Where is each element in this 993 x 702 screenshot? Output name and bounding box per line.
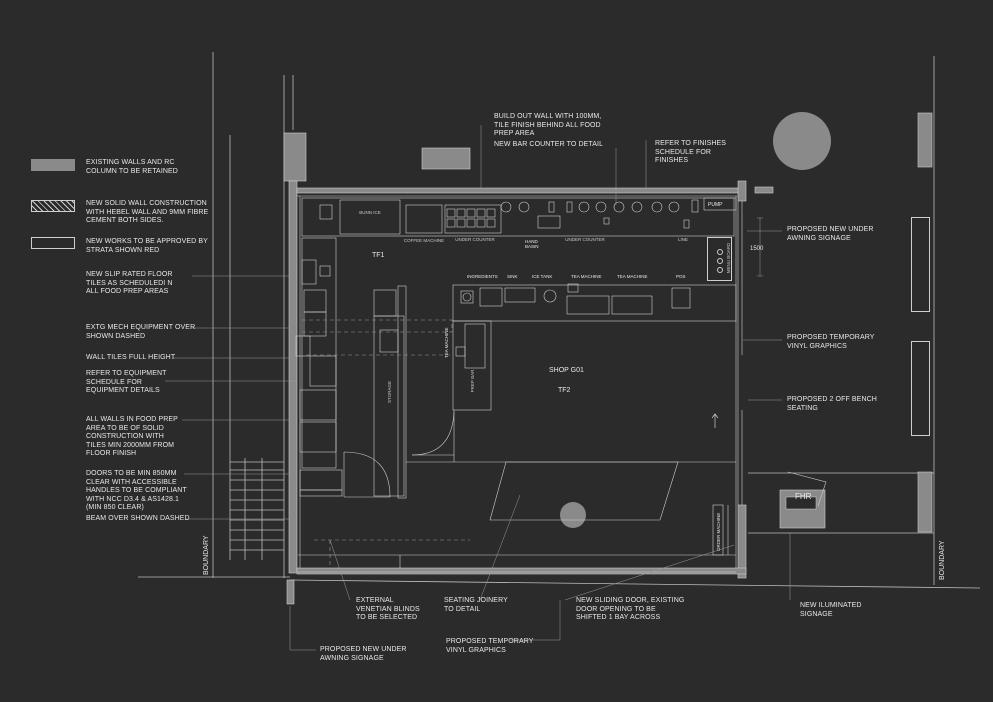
note-awning-signage-right: PROPOSED NEW UNDER AWNING SIGNAGE: [787, 226, 874, 242]
note-sliding-door: NEW SLIDING DOOR, EXISTING DOOR OPENING …: [576, 597, 685, 622]
note-illuminated-signage: NEW ILUMINATED SIGNAGE: [800, 602, 862, 618]
menu-board-dot: [717, 249, 723, 255]
fhr-label: FHR: [795, 492, 812, 501]
note-finishes: REFER TO FINISHES SCHEDULE FOR FINISHES: [655, 140, 727, 165]
equipment-label: BUNN ICE: [359, 210, 381, 215]
equipment-label: COFFEE MACHINE: [404, 238, 444, 243]
label-tea-machine-vertical: TEA MACHINE: [444, 327, 449, 358]
legend-swatch-new-works: [31, 237, 75, 249]
bench-seating-panel: [911, 341, 930, 436]
note-seating-joinery: SEATING JOINERY TO DETAIL: [444, 597, 508, 613]
existing-column: [283, 132, 307, 182]
label-ingredients: INGREDIENTS: [467, 274, 498, 279]
round-table: [560, 502, 586, 528]
boundary-label-left: BOUNDARY: [203, 535, 210, 575]
menu-board-dot: [717, 267, 723, 273]
note-awning-signage-bottom: PROPOSED NEW UNDER AWNING SIGNAGE: [320, 646, 407, 662]
label-tea-machine-2: TEA MACHINE: [617, 274, 648, 279]
note-bench-seating: PROPOSED 2 OFF BENCH SEATING: [787, 396, 877, 412]
tenancy-label-tf2: TF2: [558, 387, 571, 394]
menu-board: [707, 237, 732, 281]
note-beam: BEAM OVER SHOWN DASHED: [86, 515, 190, 522]
label-order-machine: ORDER MACHINE: [716, 513, 721, 551]
dimension-label: 1500: [750, 246, 764, 252]
note-venetian-blinds: EXTERNAL VENETIAN BLINDS TO BE SELECTED: [356, 597, 420, 622]
note-wall-tiles: WALL TILES FULL HEIGHT: [86, 354, 176, 361]
boundary-label-right: BOUNDARY: [939, 540, 946, 580]
shop-label: SHOP G01: [549, 367, 584, 374]
tenancy-label-tf1: TF1: [372, 252, 385, 259]
label-ice-tank: ICE TANK: [532, 274, 552, 279]
equipment-label: MENU BOARD: [726, 242, 731, 273]
existing-block: [421, 147, 471, 170]
equipment-label: STORAGE: [387, 381, 392, 403]
note-equipment-schedule: REFER TO EQUIPMENT SCHEDULE FOR EQUIPMEN…: [86, 370, 167, 395]
legend-swatch-new-solid: [31, 200, 75, 212]
legend-new-solid: NEW SOLID WALL CONSTRUCTION WITH HEBEL W…: [86, 200, 209, 225]
equipment-label: UNDER COUNTER: [455, 237, 495, 242]
legend-existing: EXISTING WALLS AND RC COLUMN TO BE RETAI…: [86, 159, 178, 175]
legend-new-works: NEW WORKS TO BE APPROVED BY STRATA SHOWN…: [86, 238, 208, 254]
label-sink: SINK: [507, 274, 518, 279]
note-floor-tiles: NEW SLIP RATED FLOOR TILES AS SCHEDULEDI…: [86, 271, 173, 296]
note-doors: DOORS TO BE MIN 850MM CLEAR WITH ACCESSI…: [86, 470, 187, 512]
label-pos: POS: [676, 274, 686, 279]
note-mech-equipment: EXTG MECH EQUIPMENT OVER SHOWN DASHED: [86, 324, 196, 340]
menu-board-dot: [717, 258, 723, 264]
arrow-icon: [711, 413, 719, 428]
label-pump: PUMP: [708, 202, 723, 208]
note-vinyl-graphics-bottom: PROPOSED TEMPORARY VINYL GRAPHICS: [446, 638, 534, 654]
bench-seating-panel: [911, 217, 930, 312]
equipment-label: PREP BAR: [470, 369, 475, 392]
note-build-out-wall: BUILD OUT WALL WITH 100MM, TILE FINISH B…: [494, 113, 602, 138]
note-food-prep-walls: ALL WALLS IN FOOD PREP AREA TO BE OF SOL…: [86, 416, 178, 458]
legend-swatch-existing: [31, 159, 75, 171]
equipment-label: LINE: [678, 237, 688, 242]
existing-round-column: [773, 112, 831, 170]
note-bar-counter: NEW BAR COUNTER TO DETAIL: [494, 141, 604, 148]
note-vinyl-graphics-right: PROPOSED TEMPORARY VINYL GRAPHICS: [787, 334, 875, 350]
label-tea-machine-1: TEA MACHINE: [571, 274, 602, 279]
equipment-label: UNDER COUNTER: [565, 237, 605, 242]
